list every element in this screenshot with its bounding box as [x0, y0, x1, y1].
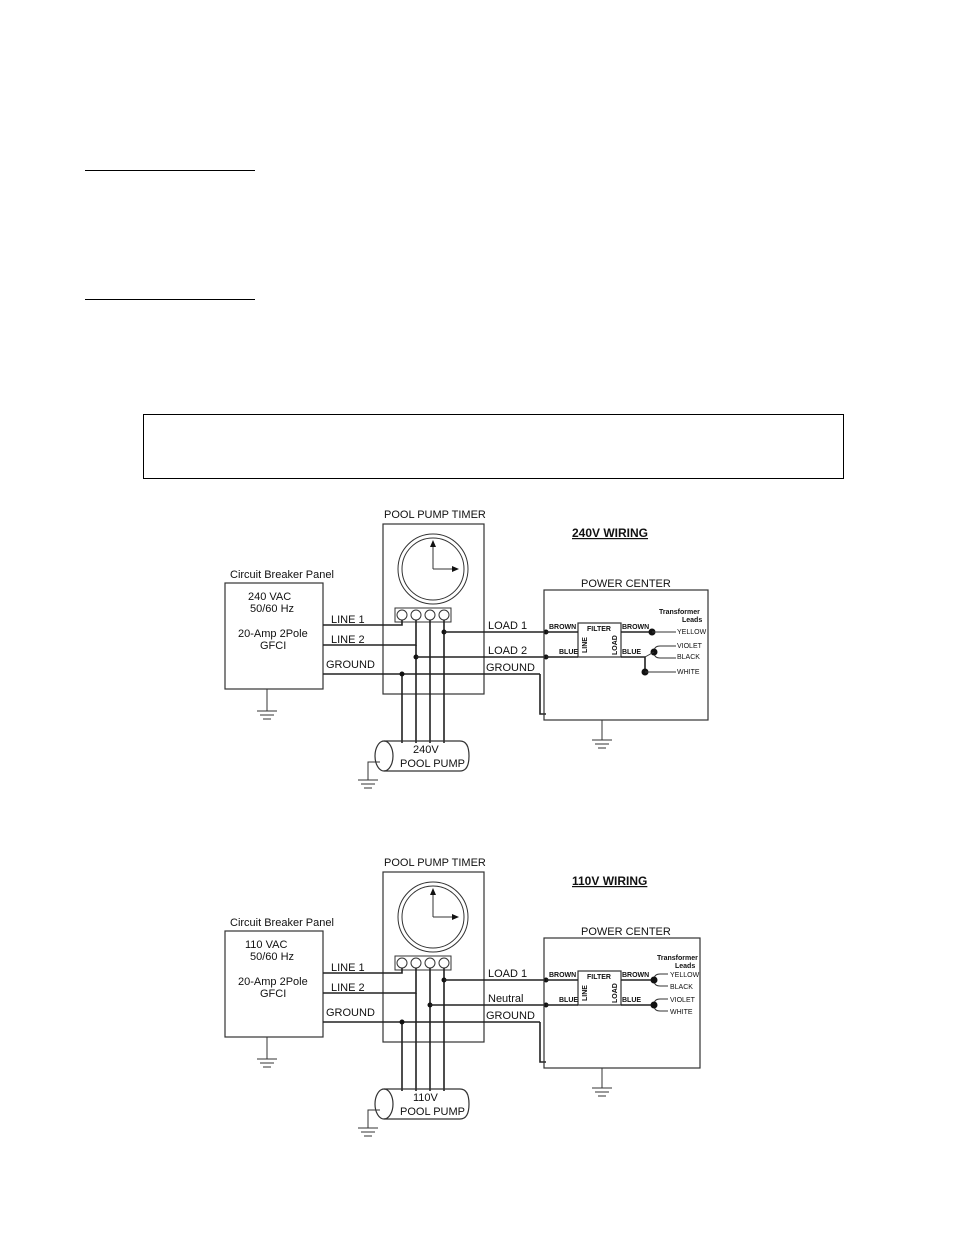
- lead-white: WHITE: [677, 669, 700, 676]
- section-rule-1: [85, 170, 255, 171]
- ground-symbol-icon: [592, 1068, 612, 1097]
- transformer-label: Transformer: [659, 609, 700, 616]
- wire-label-line2: LINE 2: [331, 634, 365, 646]
- panel-label: Circuit Breaker Panel: [230, 917, 334, 929]
- brown-out-label: BROWN: [622, 972, 649, 979]
- lead-white: WHITE: [670, 1009, 693, 1016]
- breaker-panel: [224, 930, 324, 1038]
- diagram-title: 110V WIRING: [572, 874, 647, 888]
- clock-icon: [397, 881, 469, 953]
- wire-label-load1: LOAD 1: [488, 620, 527, 632]
- panel-frequency: 50/60 Hz: [250, 603, 294, 615]
- timer-label: POOL PUMP TIMER: [384, 509, 486, 521]
- wire-label-ground: GROUND: [326, 659, 375, 671]
- wire-label-ground-out: GROUND: [486, 662, 535, 674]
- lead-yellow: YELLOW: [677, 629, 707, 636]
- wire-label-load2: LOAD 2: [488, 645, 527, 657]
- timer-box: [382, 523, 485, 695]
- wire-label-load1: LOAD 1: [488, 968, 527, 980]
- terminal-block: [394, 955, 452, 971]
- ground-symbol-icon: [257, 689, 277, 720]
- brown-out-label: BROWN: [622, 624, 649, 631]
- blue-out-label: BLUE: [622, 649, 641, 656]
- timer-box: [382, 871, 485, 1043]
- power-center-label: POWER CENTER: [581, 578, 671, 590]
- lead-violet: VIOLET: [670, 997, 696, 1004]
- lead-yellow: YELLOW: [670, 972, 700, 979]
- section-rule-2: [85, 299, 255, 300]
- clock-icon: [397, 533, 469, 605]
- blue-in-label: BLUE: [559, 997, 578, 1004]
- transformer-label: Transformer: [657, 955, 698, 962]
- wiring-diagram-240v: 240V WIRING POOL PUMP TIMER Circuit Brea…: [224, 509, 709, 789]
- power-center-box: [543, 589, 709, 721]
- ground-symbol-icon: [358, 761, 380, 789]
- wire-label-neutral: Neutral: [488, 993, 523, 1005]
- panel-voltage: 110 VAC: [245, 939, 287, 951]
- pump-label: POOL PUMP: [400, 1106, 465, 1118]
- wire-label-line1: LINE 1: [331, 962, 365, 974]
- filter-line-label: LINE: [582, 985, 589, 1001]
- filter-load-label: LOAD: [612, 635, 619, 655]
- panel-breaker: 20-Amp 2Pole: [238, 628, 308, 640]
- filter-box: [577, 622, 622, 658]
- ground-symbol-icon: [592, 720, 612, 749]
- timer-label: POOL PUMP TIMER: [384, 857, 486, 869]
- pool-pump: [374, 1088, 470, 1120]
- pump-voltage: 110V: [413, 1092, 439, 1104]
- pump-voltage: 240V: [413, 744, 439, 756]
- filter-label: FILTER: [587, 974, 611, 981]
- power-center-box: [543, 937, 701, 1069]
- filter-label: FILTER: [587, 626, 611, 633]
- pool-pump: [374, 740, 470, 772]
- wire-label-ground-out: GROUND: [486, 1010, 535, 1022]
- breaker-panel: [224, 582, 324, 690]
- filter-load-label: LOAD: [612, 983, 619, 1003]
- pump-label: POOL PUMP: [400, 758, 465, 770]
- brown-in-label: BROWN: [549, 624, 576, 631]
- wire-label-line1: LINE 1: [331, 614, 365, 626]
- blue-in-label: BLUE: [559, 649, 578, 656]
- note-box: [143, 414, 844, 479]
- blue-out-label: BLUE: [622, 997, 641, 1004]
- brown-in-label: BROWN: [549, 972, 576, 979]
- ground-symbol-icon: [257, 1037, 277, 1068]
- lead-black: BLACK: [677, 654, 700, 661]
- panel-frequency: 50/60 Hz: [250, 951, 294, 963]
- power-center-label: POWER CENTER: [581, 926, 671, 938]
- wire-label-line2: LINE 2: [331, 982, 365, 994]
- filter-box: [577, 970, 622, 1006]
- lead-violet: VIOLET: [677, 643, 703, 650]
- panel-voltage: 240 VAC: [248, 591, 291, 603]
- wire-label-ground: GROUND: [326, 1007, 375, 1019]
- leads-label: Leads: [682, 617, 702, 624]
- ground-symbol-icon: [358, 1109, 380, 1137]
- diagram-title: 240V WIRING: [572, 526, 648, 540]
- panel-breaker: 20-Amp 2Pole: [238, 976, 308, 988]
- panel-gfci: GFCI: [260, 640, 286, 652]
- filter-line-label: LINE: [582, 637, 589, 653]
- leads-label: Leads: [675, 963, 695, 970]
- panel-label: Circuit Breaker Panel: [230, 569, 334, 581]
- terminal-block: [394, 607, 452, 623]
- wiring-diagram-110v: 110V WIRING POOL PUMP TIMER Circuit Brea…: [224, 857, 701, 1137]
- panel-gfci: GFCI: [260, 988, 286, 1000]
- lead-black: BLACK: [670, 984, 693, 991]
